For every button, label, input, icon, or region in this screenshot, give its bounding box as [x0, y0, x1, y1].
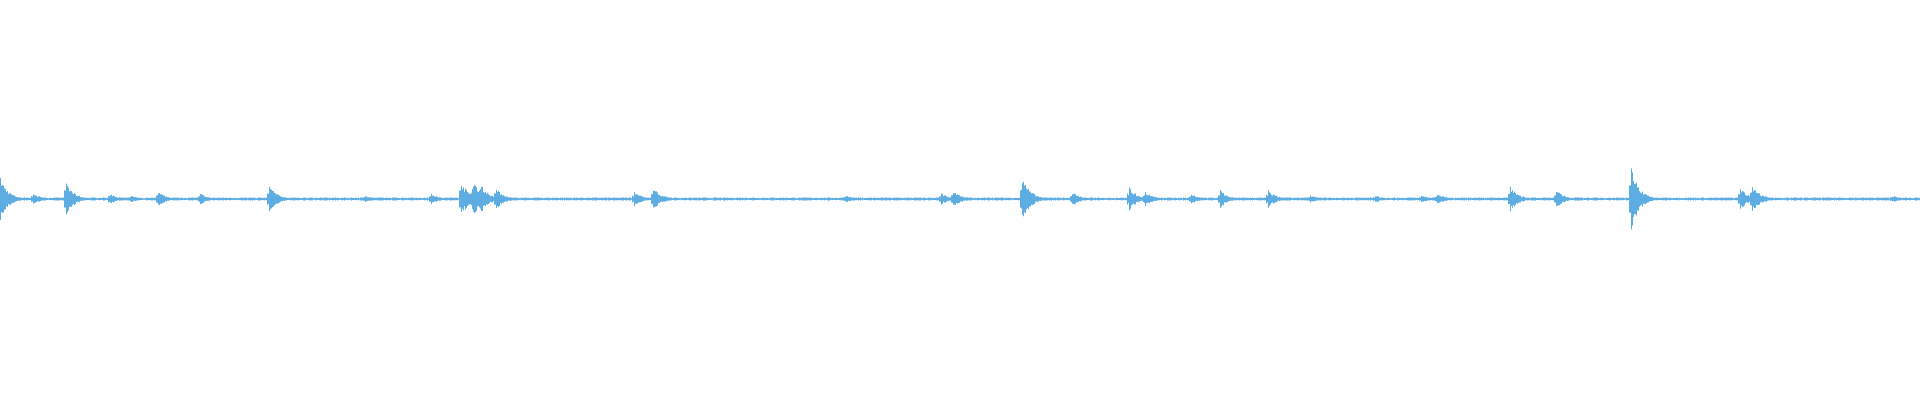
- waveform-trace: [0, 168, 1920, 230]
